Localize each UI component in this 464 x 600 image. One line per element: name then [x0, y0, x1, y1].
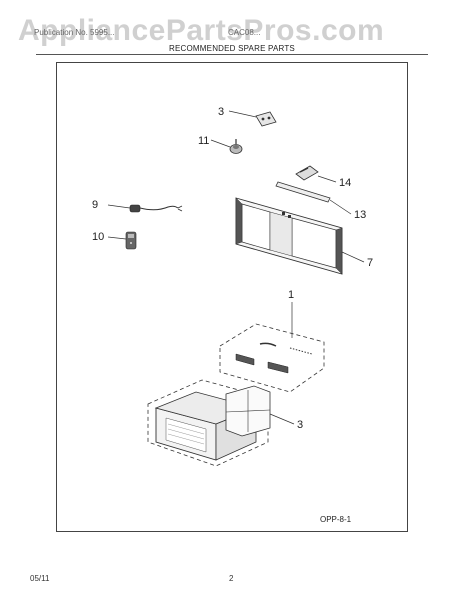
- callout-3: 3: [297, 419, 303, 431]
- callout-10: 3: [218, 106, 224, 118]
- part-3-front-panel: [147, 379, 295, 467]
- callout-13: 9: [92, 199, 98, 211]
- parts-diagram: 3 11 14 13 7 9: [56, 62, 408, 532]
- part-14-remote: [107, 231, 137, 250]
- part-13-power-cord: [107, 204, 183, 213]
- part-7-window-panel: [235, 197, 365, 275]
- callout-7: 7: [367, 257, 373, 269]
- part-8-bar: [275, 181, 352, 215]
- header-rule: [36, 54, 428, 55]
- part-1-accessory-kit: [219, 302, 325, 393]
- callout-11: 11: [198, 135, 209, 147]
- figure-reference: OPP-8-1: [320, 515, 352, 524]
- model-number: CAC08...: [228, 28, 261, 37]
- part-9-bracket: [295, 165, 337, 183]
- callout-1: 1: [288, 289, 294, 301]
- footer-date: 05/11: [30, 574, 50, 583]
- footer-page-number: 2: [229, 574, 234, 583]
- page-title: RECOMMENDED SPARE PARTS: [169, 44, 295, 53]
- diagram-frame: [56, 62, 408, 532]
- callout-9: 14: [339, 177, 351, 189]
- part-11-knob: [210, 139, 243, 154]
- part-10-bracket: [228, 110, 277, 127]
- watermark: AppliancePartsPros.com: [18, 14, 385, 47]
- callout-8: 13: [354, 209, 366, 221]
- publication-number: Publication No. 5995...: [34, 28, 115, 37]
- callout-14: 10: [92, 231, 104, 243]
